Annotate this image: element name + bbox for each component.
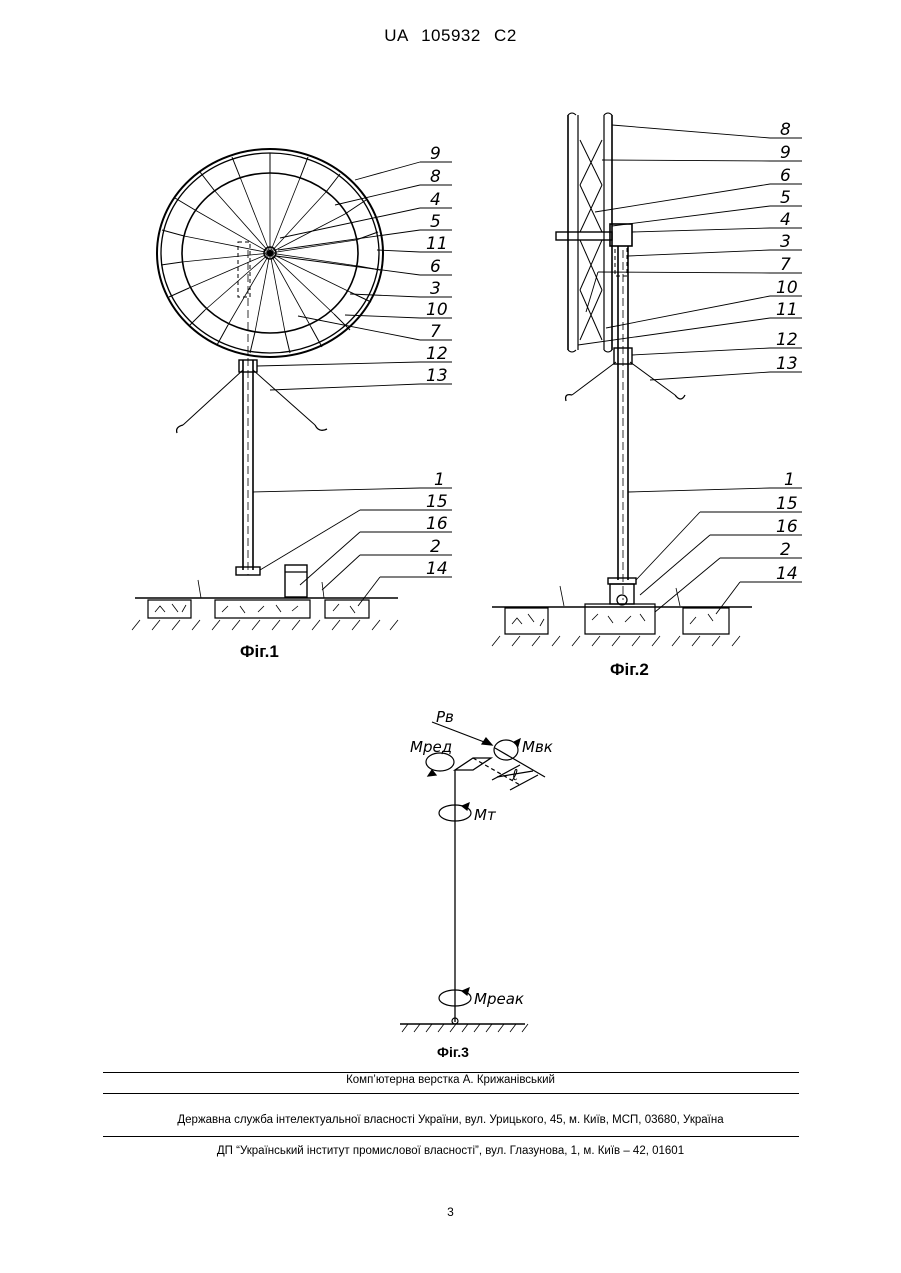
footer-rule-3 bbox=[103, 1136, 799, 1137]
figure-3-drawing: Pв Mред Mвк ℓ Mт Mреак bbox=[0, 0, 901, 1060]
fig3-label-m-reak: Mреак bbox=[474, 990, 524, 1008]
page-number: 3 bbox=[0, 1205, 901, 1219]
agency-address: Державна служба інтелектуальної власност… bbox=[0, 1114, 901, 1126]
footer-rule-2 bbox=[103, 1093, 799, 1094]
fig3-label-m-t: Mт bbox=[474, 806, 497, 824]
fig3-label-force: Pв bbox=[436, 708, 454, 726]
figure-3-caption: Фіг.3 bbox=[437, 1044, 469, 1060]
institute-address: ДП “Український інститут промислової вла… bbox=[0, 1145, 901, 1157]
fig3-label-m-red: Mред bbox=[410, 738, 452, 756]
fig3-label-arm: ℓ bbox=[511, 766, 518, 784]
typesetter-credit: Комп’ютерна верстка А. Крижанівський bbox=[0, 1074, 901, 1086]
footer-rule-1 bbox=[103, 1072, 799, 1073]
fig3-label-m-vk: Mвк bbox=[522, 738, 553, 756]
